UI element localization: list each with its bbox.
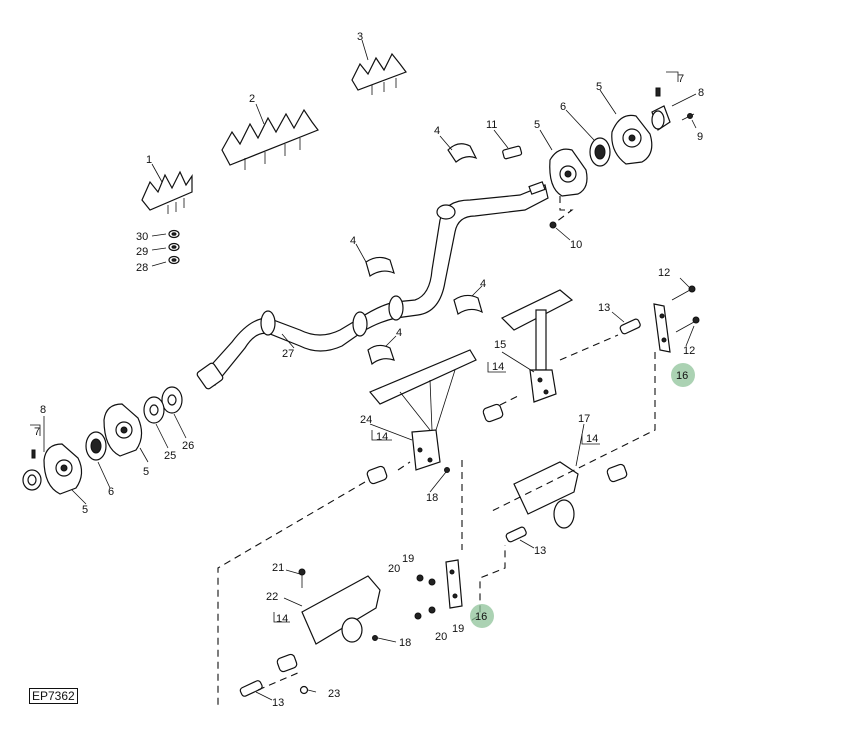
plate-part-16-lower bbox=[445, 559, 463, 609]
callout-20-bottom: 20 bbox=[435, 631, 447, 643]
finger-bar-part-3 bbox=[351, 52, 407, 95]
callout-leaders bbox=[43, 39, 697, 701]
callout-2: 2 bbox=[249, 93, 255, 105]
callout-14-right: 14 bbox=[586, 433, 598, 445]
callout-8-right: 8 bbox=[698, 87, 704, 99]
callout-30: 30 bbox=[136, 231, 148, 243]
callout-17: 17 bbox=[578, 413, 590, 425]
callout-4-right: 4 bbox=[480, 278, 486, 290]
figure-code-label: EP7362 bbox=[29, 688, 78, 704]
finger-bar-part-2 bbox=[221, 108, 319, 170]
callout-12-top: 12 bbox=[658, 267, 670, 279]
callout-5-left-outer: 5 bbox=[82, 504, 88, 516]
bracket-part-17 bbox=[513, 461, 579, 529]
callout-18-upper: 18 bbox=[426, 492, 438, 504]
callout-7-right: 7 bbox=[678, 73, 684, 85]
callout-10: 10 bbox=[570, 239, 582, 251]
callout-13-mid: 13 bbox=[534, 545, 546, 557]
callout-27: 27 bbox=[282, 348, 294, 360]
highlighted-callouts bbox=[470, 363, 695, 628]
bracket-part-22 bbox=[301, 575, 381, 645]
pins-and-bushings bbox=[239, 285, 700, 697]
highlight-marker-16-lower bbox=[470, 604, 494, 628]
bracket-part-24 bbox=[369, 349, 477, 471]
callout-22: 22 bbox=[266, 591, 278, 603]
callout-28: 28 bbox=[136, 262, 148, 274]
left-bearing-assembly bbox=[22, 386, 183, 495]
callout-11: 11 bbox=[486, 119, 497, 131]
callout-26: 26 bbox=[182, 440, 194, 452]
key-part-11 bbox=[502, 145, 523, 160]
finger-bar-part-1 bbox=[141, 170, 193, 214]
callout-14-left: 14 bbox=[376, 431, 388, 443]
highlight-marker-16-upper bbox=[671, 363, 695, 387]
callout-8-left: 8 bbox=[40, 404, 46, 416]
callout-16-upper: 16 bbox=[676, 370, 688, 382]
callout-19-bottom: 19 bbox=[452, 623, 464, 635]
callout-7-left: 7 bbox=[34, 426, 40, 438]
axle-part-27 bbox=[196, 181, 549, 390]
plate-part-16-upper bbox=[653, 303, 671, 353]
callout-13-bottom: 13 bbox=[272, 697, 284, 709]
callout-12-bottom: 12 bbox=[683, 345, 695, 357]
callout-24: 24 bbox=[360, 414, 372, 426]
callout-6-right: 6 bbox=[560, 101, 566, 113]
callout-5-right-outer: 5 bbox=[596, 81, 602, 93]
callout-4-low: 4 bbox=[396, 327, 402, 339]
callout-29: 29 bbox=[136, 246, 148, 258]
callout-21: 21 bbox=[272, 562, 284, 574]
callout-16-lower: 16 bbox=[475, 611, 487, 623]
callout-3: 3 bbox=[357, 31, 363, 43]
callout-4-top: 4 bbox=[434, 125, 440, 137]
callout-13-upper: 13 bbox=[598, 302, 610, 314]
callout-18-lower: 18 bbox=[399, 637, 411, 649]
right-bearing-assembly bbox=[549, 71, 695, 229]
callout-14-upper: 14 bbox=[492, 361, 504, 373]
callout-14-bottom: 14 bbox=[276, 613, 288, 625]
nut-washer-stack-28-30 bbox=[168, 229, 180, 265]
bracket-part-15 bbox=[500, 289, 574, 403]
callout-19-top: 19 bbox=[402, 553, 414, 565]
callout-1: 1 bbox=[146, 154, 152, 166]
callout-4-mid: 4 bbox=[350, 235, 356, 247]
callout-labels: 1 2 3 4 11 5 6 5 7 8 9 10 4 4 4 27 12 12… bbox=[34, 31, 704, 709]
assembly-dashed-lines bbox=[217, 334, 656, 706]
callout-5-right-inner: 5 bbox=[534, 119, 540, 131]
callout-25: 25 bbox=[164, 450, 176, 462]
callout-23: 23 bbox=[328, 688, 340, 700]
callout-5-left-inner: 5 bbox=[143, 466, 149, 478]
callout-6-left: 6 bbox=[108, 486, 114, 498]
callout-9: 9 bbox=[697, 131, 703, 143]
callout-15: 15 bbox=[494, 339, 506, 351]
callout-20-top: 20 bbox=[388, 563, 400, 575]
bushing-half-parts-4 bbox=[365, 143, 483, 366]
